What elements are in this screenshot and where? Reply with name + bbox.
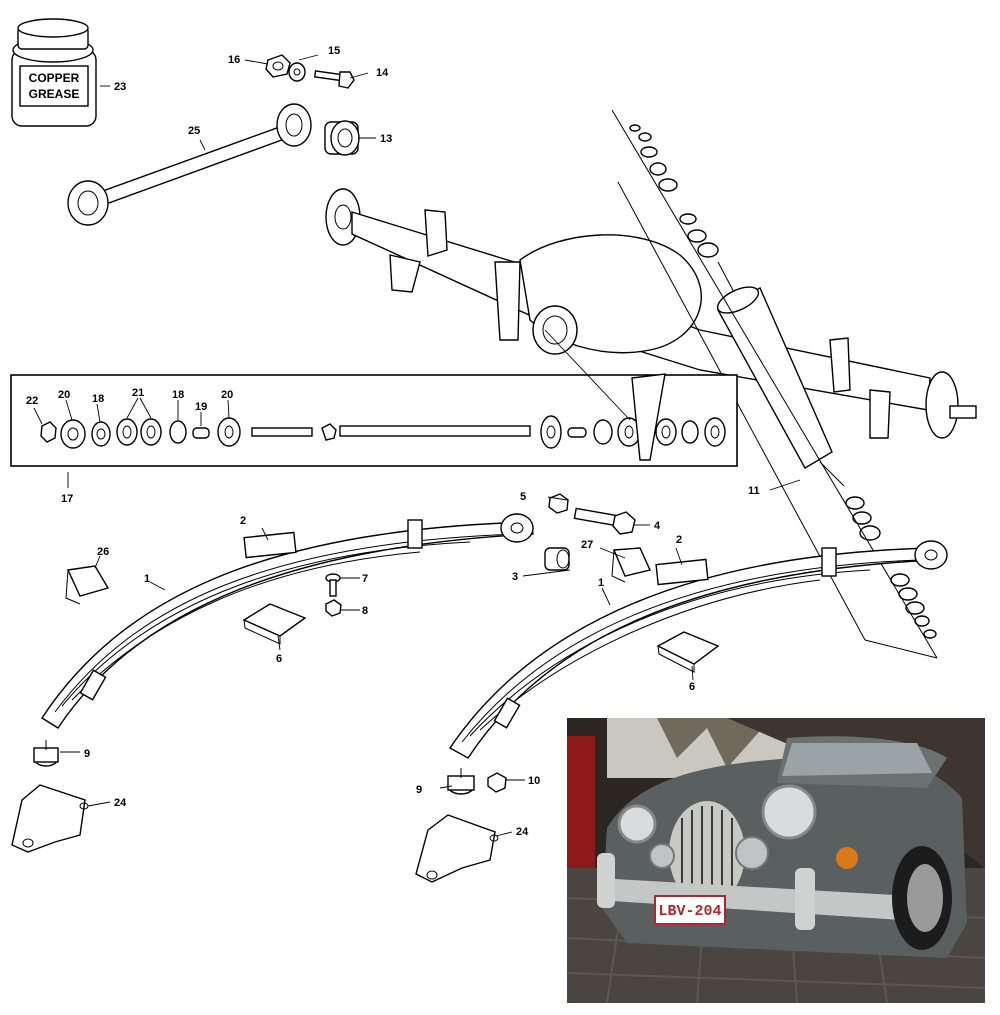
callout-23: 23: [114, 81, 126, 93]
spring-plate-6-right: [656, 631, 720, 673]
nut-8: [325, 599, 342, 617]
callout-9b: 9: [416, 784, 422, 796]
callout-24a: 24: [114, 797, 127, 809]
callout-22: 22: [26, 395, 38, 407]
mounting-pad-24-left: [11, 784, 89, 853]
callout-1a: 1: [144, 573, 150, 585]
callout-19: 19: [195, 401, 207, 413]
copper-grease-jar: COPPER GREASE: [11, 18, 97, 127]
callout-labels: 23 16 15 14 13 25 11 22 20 18 21 18 19 2…: [26, 45, 760, 838]
washer-15: [288, 62, 306, 82]
callout-8: 8: [362, 605, 368, 617]
callout-27: 27: [581, 539, 593, 551]
callout-5: 5: [520, 491, 526, 503]
car-photo-inset: LBV-204: [567, 718, 985, 1003]
shock-lower-bushes: [845, 496, 937, 639]
callout-14: 14: [376, 67, 389, 79]
jar-label-line2: GREASE: [29, 87, 80, 101]
nut-16: [265, 54, 291, 78]
callout-26: 26: [97, 546, 109, 558]
callout-18a: 18: [92, 393, 104, 405]
mounting-pad-24-right: [415, 814, 499, 883]
nut-5: [548, 493, 569, 514]
callout-1b: 1: [598, 577, 604, 589]
bush-13: [324, 120, 360, 156]
bolt-14: [313, 70, 355, 89]
callout-24b: 24: [516, 826, 529, 838]
callout-20a: 20: [58, 389, 70, 401]
callout-10: 10: [528, 775, 540, 787]
callout-20b: 20: [221, 389, 233, 401]
callout-21: 21: [132, 387, 144, 399]
shock-absorber: [716, 261, 845, 487]
callout-17: 17: [61, 493, 73, 505]
leaf-spring-right: [448, 540, 948, 759]
callout-6b: 6: [689, 681, 695, 693]
shock-upper-bushes: [629, 124, 719, 258]
callout-4: 4: [654, 520, 661, 532]
inset-parts: [40, 329, 726, 461]
bush-3: [544, 547, 570, 571]
callout-13: 13: [380, 133, 392, 145]
callout-11: 11: [748, 485, 760, 497]
bolt-7: [325, 573, 341, 597]
callout-9a: 9: [84, 748, 90, 760]
callout-3: 3: [512, 571, 518, 583]
license-plate-text: LBV-204: [658, 903, 721, 920]
section-line-base: [864, 639, 938, 659]
rubber-mount-9-right: [447, 768, 475, 795]
leader-lines: [33, 54, 801, 837]
callout-25: 25: [188, 125, 200, 137]
spring-plate-6-left: [242, 603, 307, 645]
leaf-spring-left: [41, 513, 534, 729]
callout-7: 7: [362, 573, 368, 585]
callout-2b: 2: [676, 534, 682, 546]
callout-2a: 2: [240, 515, 246, 527]
callout-18b: 18: [172, 389, 184, 401]
callout-16: 16: [228, 54, 240, 66]
jar-label-line1: COPPER: [29, 71, 80, 85]
callout-15: 15: [328, 45, 340, 57]
nut-10: [487, 772, 507, 793]
panhard-rod: [67, 103, 312, 226]
bracket-27: [611, 547, 651, 583]
section-line-upper: [611, 109, 938, 659]
shackle-bolt-4: [573, 507, 636, 535]
bracket-26: [65, 565, 110, 605]
callout-6a: 6: [276, 653, 282, 665]
rubber-mount-9-left: [33, 740, 59, 767]
